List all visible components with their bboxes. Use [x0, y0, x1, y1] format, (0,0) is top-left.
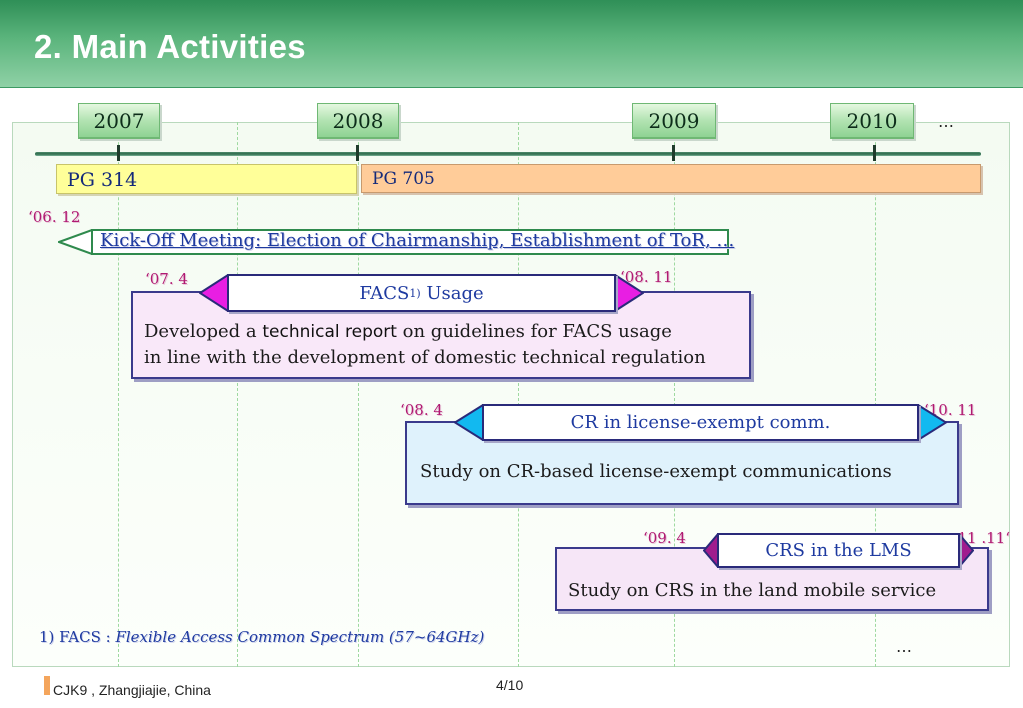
timeline-continuation: … [938, 112, 954, 131]
timeline-axis [35, 152, 981, 156]
timeline-tick [873, 145, 876, 161]
page-number: 4/10 [496, 677, 524, 693]
timeline-continuation-bottom: … [896, 637, 912, 656]
cr-start-date: ‘08. 4 [400, 401, 443, 419]
crs-title-bar: CRS in the LMS [717, 533, 960, 568]
cr-description-text: Study on CR-based license-exempt communi… [420, 461, 892, 482]
guide-line-2010 [875, 122, 876, 667]
slide-title: 2. Main Activities [34, 28, 306, 65]
kickoff-arrow-icon [58, 229, 729, 255]
guide-line-2008 [358, 122, 359, 667]
year-label-2007: 2007 [78, 103, 160, 139]
period-bar-pg314: PG 314 [56, 164, 357, 194]
facs-right-arrow-icon [614, 274, 644, 312]
guide-line [237, 122, 238, 667]
year-label-2010: 2010 [830, 103, 914, 139]
timeline-tick [672, 145, 675, 161]
year-label-2009: 2009 [632, 103, 716, 139]
year-label-2008: 2008 [317, 103, 399, 139]
guide-line [518, 122, 519, 667]
timeline-tick [117, 145, 120, 161]
facs-end-date: ‘08. 11 [620, 268, 673, 286]
facs-description-line1: Developed a technical report on guidelin… [144, 321, 672, 342]
guide-line-2007 [118, 122, 119, 667]
slide-header: 2. Main Activities [0, 0, 1023, 88]
technical-report-emphasis: technical report [262, 322, 397, 342]
kickoff-meeting-text: Kick-Off Meeting: Election of Chairmansh… [100, 230, 735, 251]
crs-start-date: ‘09. 4 [643, 529, 686, 547]
crs-description-text: Study on CRS in the land mobile service [568, 580, 937, 601]
footer-accent-bar [44, 676, 50, 695]
cr-right-arrow-icon [917, 404, 947, 441]
facs-description-line2: in line with the development of domestic… [144, 347, 706, 368]
crs-right-arrow-icon [958, 533, 974, 568]
facs-footnote: 1) FACS : Flexible Access Common Spectru… [39, 628, 485, 646]
footer-event-label: CJK9 , Zhangjiajie, China [53, 682, 211, 698]
facs-left-arrow-icon [199, 274, 229, 312]
kickoff-date: ‘06. 12 [28, 208, 81, 226]
cr-end-date: ‘10. 11 [924, 401, 977, 419]
guide-line-2009 [674, 122, 675, 667]
cr-left-arrow-icon [454, 404, 484, 441]
period-bar-pg705: PG 705 [361, 164, 981, 193]
timeline-tick [356, 145, 359, 161]
cr-title-bar: CR in license-exempt comm. [482, 404, 919, 441]
facs-start-date: ‘07. 4 [145, 270, 188, 288]
